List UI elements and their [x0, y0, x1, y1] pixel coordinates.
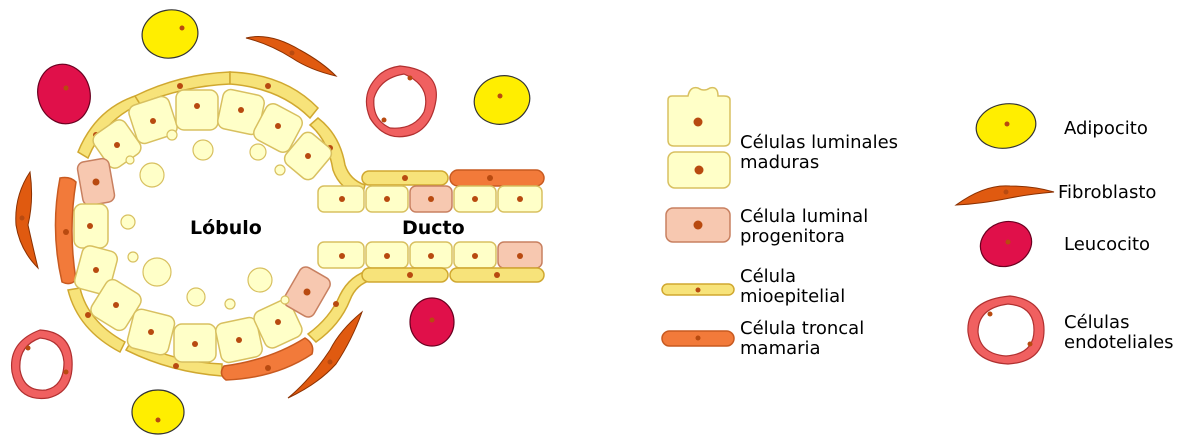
- legend-adipocyte-label: Adipocito: [1064, 118, 1148, 139]
- legend-leukocyte-label: Leucocito: [1064, 234, 1150, 255]
- legend-item-adipocyte: Adipocito: [973, 99, 1148, 153]
- lobule-label: Lóbulo: [190, 217, 262, 239]
- legend-progenitor-label-2: progenitora: [740, 226, 845, 247]
- legend-myoepithelial-label-2: mioepitelial: [740, 286, 845, 307]
- legend-item-progenitor: Célula luminal progenitora: [666, 206, 868, 247]
- legend: Células luminales maduras Célula luminal…: [662, 88, 1174, 364]
- legend-leukocyte-swatch: [974, 214, 1038, 273]
- legend-fibroblast-swatch: [956, 186, 1054, 205]
- legend-mature-luminal-label-2: maduras: [740, 152, 819, 173]
- legend-endothelial-swatch: [968, 296, 1044, 364]
- legend-stem-label-1: Célula troncal: [740, 318, 864, 339]
- legend-endothelial-label-2: endoteliales: [1064, 332, 1174, 353]
- duct-label: Ducto: [402, 217, 465, 239]
- legend-item-myoepithelial: Célula mioepitelial: [662, 266, 845, 307]
- stem-cell: [450, 170, 544, 186]
- luminal-cell: [176, 90, 218, 130]
- legend-mature-luminal-label-1: Células luminales: [740, 132, 898, 153]
- myoepithelial-cell: [362, 268, 448, 282]
- legend-item-endothelial: Células endoteliales: [968, 296, 1174, 364]
- legend-item-stem: Célula troncal mamaria: [662, 318, 864, 359]
- legend-fibroblast-label: Fibroblasto: [1058, 182, 1156, 203]
- legend-item-fibroblast: Fibroblasto: [956, 182, 1156, 205]
- legend-progenitor-label-1: Célula luminal: [740, 206, 868, 227]
- legend-item-mature-luminal: Células luminales maduras: [668, 88, 898, 188]
- legend-mature-luminal-swatch-1: [668, 88, 730, 146]
- legend-myoepithelial-label-1: Célula: [740, 266, 796, 287]
- legend-item-leukocyte: Leucocito: [974, 214, 1150, 273]
- duct-lower: [318, 242, 544, 282]
- legend-endothelial-label-1: Células: [1064, 312, 1129, 333]
- legend-stem-label-2: mamaria: [740, 338, 821, 359]
